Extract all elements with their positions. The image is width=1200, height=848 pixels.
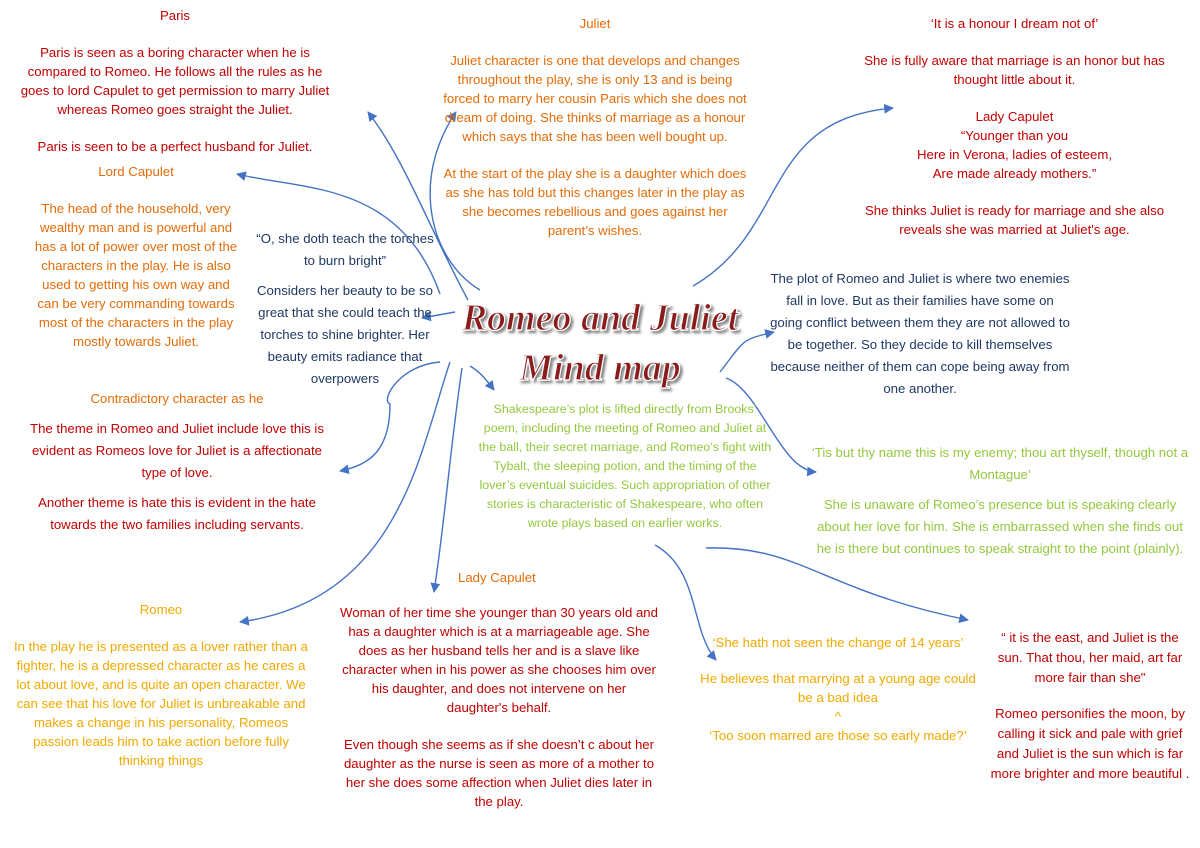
lord-capulet-text: The head of the household, very wealthy … <box>34 201 238 349</box>
shakespeare-text: Shakespeare’s plot is lifted directly fr… <box>478 402 772 530</box>
change-quote-2: ‘Too soon marred are those so early made… <box>709 728 967 743</box>
honour-heading: Lady Capulet <box>975 109 1054 124</box>
east-quote-text: Romeo personifies the moon, by calling i… <box>990 706 1190 781</box>
title-line-2: Mind map <box>518 347 681 389</box>
name-quote-node: ‘Tis but thy name this is my enemy; thou… <box>810 442 1190 560</box>
themes-love-text: The theme in Romeo and Juliet include lo… <box>30 421 324 480</box>
plot-node: The plot of Romeo and Juliet is where tw… <box>770 268 1070 400</box>
paris-text-2: Paris is seen to be a perfect husband fo… <box>37 139 313 154</box>
paris-node: Paris Paris is seen as a boring characte… <box>20 6 330 156</box>
honour-text-2: She thinks Juliet is ready for marriage … <box>864 203 1165 237</box>
name-quote: ‘Tis but thy name this is my enemy; thou… <box>811 445 1189 482</box>
change-quote-node: ‘She hath not seen the change of 14 year… <box>700 632 976 745</box>
juliet-text: Juliet character is one that develops an… <box>443 53 747 144</box>
change-quote: ‘She hath not seen the change of 14 year… <box>712 635 964 650</box>
lady-capulet-text: Woman of her time she younger than 30 ye… <box>340 605 658 715</box>
change-quote-text: He believes that marrying at a young age… <box>700 671 976 705</box>
romeo-node: Romeo In the play he is presented as a l… <box>14 600 308 770</box>
themes-hate-text: Another theme is hate this is evident in… <box>38 495 316 532</box>
lady-capulet-heading: Lady Capulet <box>458 570 536 585</box>
east-quote: “ it is the east, and Juliet is the sun.… <box>997 630 1183 685</box>
juliet-node: Juliet Juliet character is one that deve… <box>440 14 750 240</box>
lord-capulet-node: Lord Capulet The head of the household, … <box>30 162 242 351</box>
lady-capulet-node: Lady Capulet Woman of her time she young… <box>340 568 658 811</box>
torches-text: Considers her beauty to be so great that… <box>257 283 433 386</box>
juliet-heading: Juliet <box>579 16 611 31</box>
romeo-text: In the play he is presented as a lover r… <box>14 639 308 768</box>
romeo-heading: Romeo <box>139 602 183 617</box>
shakespeare-node: Shakespeare’s plot is lifted directly fr… <box>478 400 772 533</box>
paris-heading: Paris <box>159 8 191 23</box>
plot-text: The plot of Romeo and Juliet is where tw… <box>770 271 1070 396</box>
torches-quote: “O, she doth teach the torches to burn b… <box>256 231 434 268</box>
paris-text: Paris is seen as a boring character when… <box>20 45 330 117</box>
east-quote-node: “ it is the east, and Juliet is the sun.… <box>990 628 1190 784</box>
honour-quote: ‘It is a honour I dream not of’ <box>930 16 1099 31</box>
central-title: Romeo and Juliet Mind map <box>460 296 740 389</box>
honour-quote-line-3: Are made already mothers.” <box>932 166 1097 181</box>
honour-quote-node: ‘It is a honour I dream not of’ She is f… <box>842 14 1187 239</box>
themes-node: Contradictory character as he The theme … <box>18 388 336 536</box>
change-quote-caret: ^ <box>834 709 842 724</box>
lord-capulet-heading: Lord Capulet <box>98 164 174 179</box>
honour-quote-line-2: Here in Verona, ladies of esteem, <box>917 147 1112 162</box>
honour-text: She is fully aware that marriage is an h… <box>864 53 1165 87</box>
arrow-to-lady-capulet <box>430 367 463 593</box>
honour-quote-line-1: “Younger than you <box>960 128 1069 143</box>
lady-capulet-text-2: Even though she seems as if she doesn’t … <box>343 737 655 809</box>
themes-heading: Contradictory character as he <box>90 391 264 406</box>
juliet-text-2: At the start of the play she is a daught… <box>443 166 747 238</box>
name-quote-text: She is unaware of Romeo’s presence but i… <box>816 497 1184 556</box>
title-line-1: Romeo and Juliet <box>461 297 740 339</box>
torches-quote-node: “O, she doth teach the torches to burn b… <box>254 228 436 390</box>
